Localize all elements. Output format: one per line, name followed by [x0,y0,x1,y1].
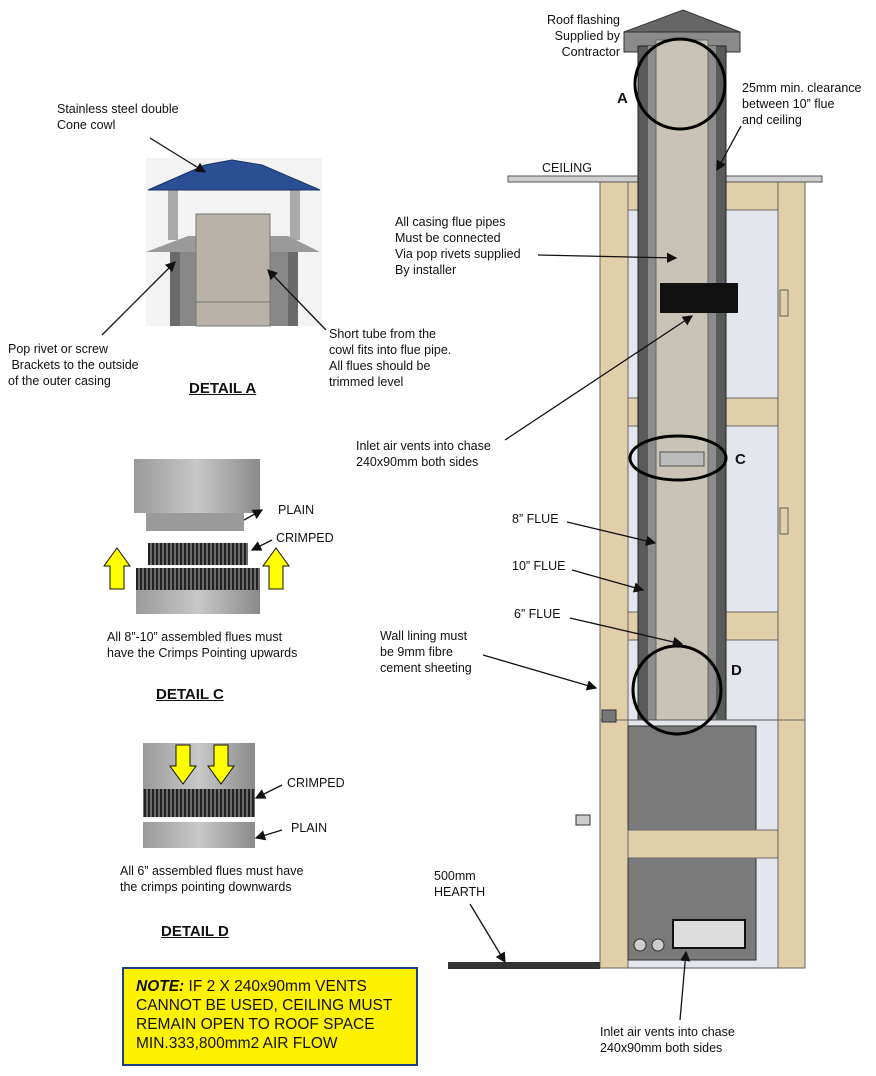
flue-10-label: 10” FLUE [512,559,566,573]
detail-a-illustration [146,158,322,327]
roof-flashing-label: Roof flashing Supplied by Contractor [547,13,620,59]
cowl-label: Stainless steel double Cone cowl [57,102,179,132]
inlet-bottom-label: Inlet air vents into chase 240x90mm both… [600,1025,735,1055]
leader-lines [101,125,742,1021]
detail-c-plain-label: PLAIN [278,503,315,517]
detail-d-title: DETAIL D [161,923,229,940]
hearth-label: 500mm HEARTH [434,869,486,899]
detail-d-plain-label: PLAIN [291,821,328,835]
marker-c: C [735,451,746,468]
detail-c-illustration [103,459,290,614]
note-text: IF 2 X 240x90mm VENTS CANNOT BE USED, CE… [136,978,393,1052]
clearance-label: 25mm min. clearance between 10” flue and… [742,81,862,127]
flue-6-label: 6” FLUE [514,607,561,621]
detail-a-title: DETAIL A [189,380,257,397]
note-prefix: NOTE: [136,978,185,995]
wall-lining-label: Wall lining must be 9mm fibre cement she… [380,629,472,675]
casing-note-label: All casing flue pipes Must be connected … [395,215,521,277]
detail-d-illustration [143,743,255,848]
detail-d-caption: All 6” assembled flues must have the cri… [120,864,304,894]
marker-d: D [731,662,742,679]
air-flow-note: NOTE: IF 2 X 240x90mm VENTS CANNOT BE US… [122,967,418,1066]
detail-c-crimped-label: CRIMPED [276,531,334,545]
detail-d-crimped-label: CRIMPED [287,776,345,790]
short-tube-label: Short tube from the cowl fits into flue … [329,327,452,389]
pop-rivet-label: Pop rivet or screw Brackets to the outsi… [8,342,139,388]
main-chimney [448,9,823,969]
marker-a: A [617,90,628,107]
detail-c-caption: All 8”-10” assembled flues must have the… [107,630,298,660]
ceiling-label: CEILING [542,161,593,175]
flue-8-label: 8” FLUE [512,512,559,526]
inlet-top-label: Inlet air vents into chase 240x90mm both… [356,439,491,469]
detail-c-title: DETAIL C [156,686,224,703]
